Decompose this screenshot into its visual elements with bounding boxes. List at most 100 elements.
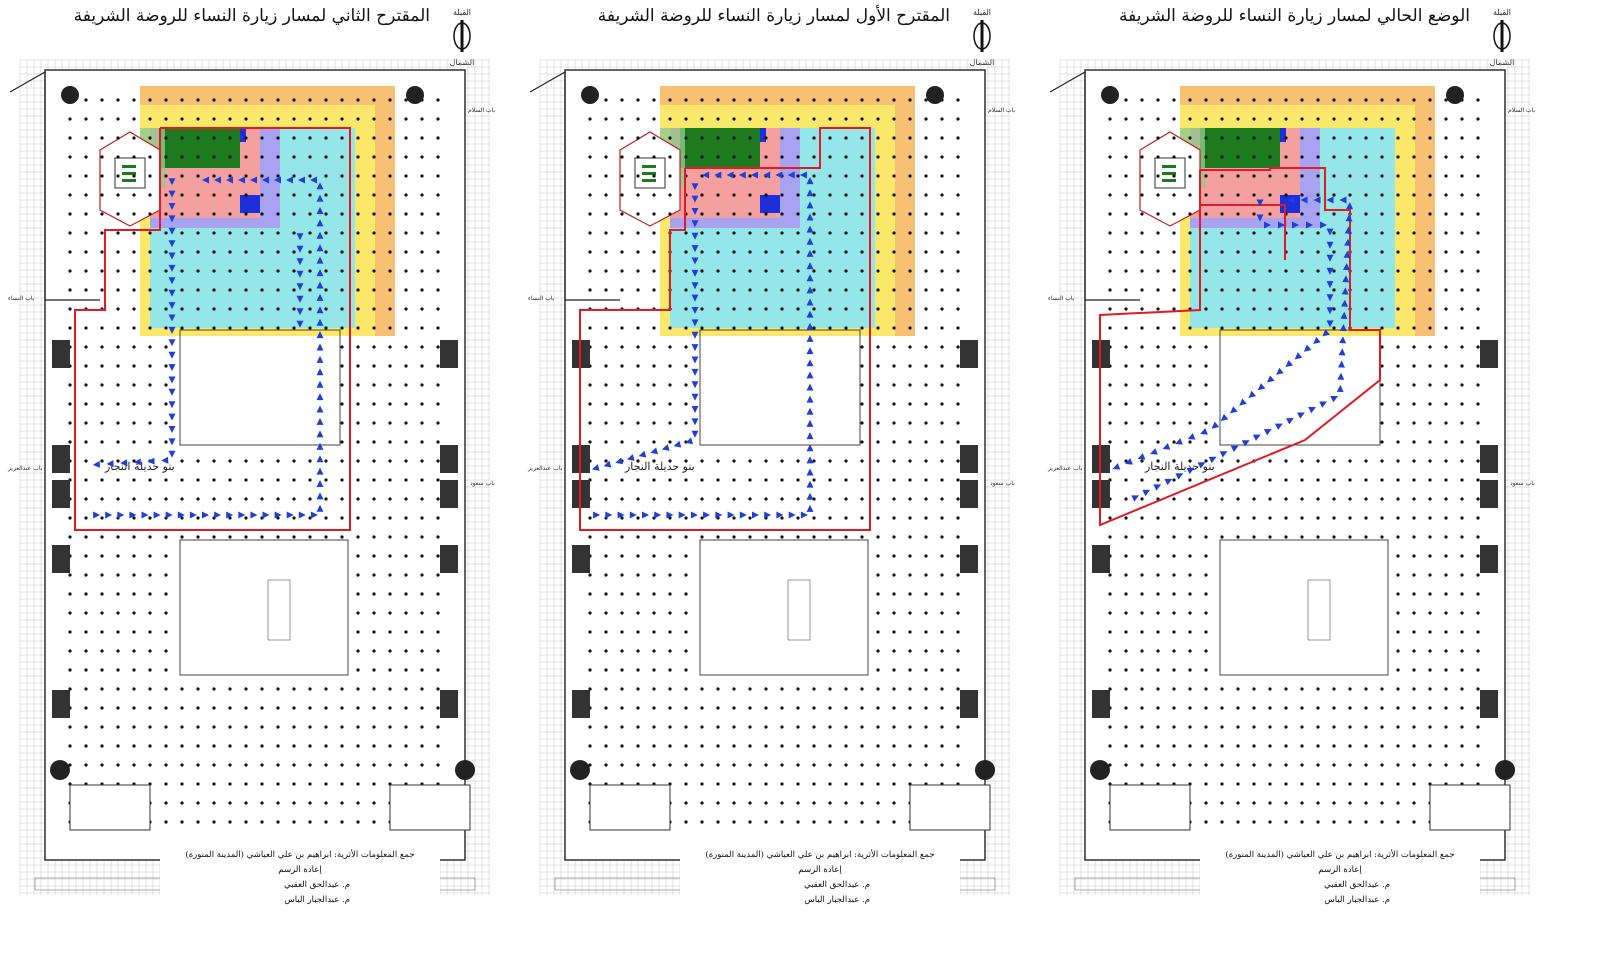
- column: [924, 459, 928, 463]
- column: [1156, 402, 1160, 406]
- column: [652, 744, 656, 748]
- tomb-mark: [122, 172, 136, 175]
- route-arrow: [120, 459, 128, 467]
- column: [700, 231, 704, 235]
- column: [436, 326, 440, 330]
- column: [1220, 98, 1224, 102]
- column: [164, 421, 168, 425]
- column: [620, 478, 624, 482]
- column: [1396, 459, 1400, 463]
- column: [116, 592, 120, 596]
- route-arrow: [654, 511, 662, 519]
- column: [116, 421, 120, 425]
- column: [620, 326, 624, 330]
- column: [1284, 98, 1288, 102]
- column: [796, 136, 800, 140]
- column: [1476, 250, 1480, 254]
- column: [164, 801, 168, 805]
- column: [780, 459, 784, 463]
- column: [684, 98, 688, 102]
- column: [260, 725, 264, 729]
- column: [404, 345, 408, 349]
- credits-redraw: إعادة الرسم: [798, 865, 842, 875]
- column: [356, 649, 360, 653]
- column: [1460, 155, 1464, 159]
- column: [780, 535, 784, 539]
- column: [164, 478, 168, 482]
- column: [924, 478, 928, 482]
- column: [668, 763, 672, 767]
- route-arrow: [1326, 281, 1334, 289]
- column: [324, 136, 328, 140]
- column: [1140, 649, 1144, 653]
- route-arrow: [1303, 344, 1312, 352]
- column: [1332, 801, 1336, 805]
- column: [1252, 763, 1256, 767]
- route-arrow: [1263, 429, 1272, 436]
- route-arrow: [806, 286, 814, 294]
- column: [356, 212, 360, 216]
- column: [196, 307, 200, 311]
- column: [404, 535, 408, 539]
- column: [1428, 440, 1432, 444]
- column: [292, 535, 296, 539]
- column: [116, 706, 120, 710]
- column: [68, 307, 72, 311]
- column: [1380, 725, 1384, 729]
- column: [292, 98, 296, 102]
- column: [100, 117, 104, 121]
- column: [700, 516, 704, 520]
- column: [1188, 269, 1192, 273]
- column: [1172, 288, 1176, 292]
- column: [84, 744, 88, 748]
- column: [244, 269, 248, 273]
- column: [1124, 98, 1128, 102]
- column: [356, 364, 360, 368]
- column: [212, 174, 216, 178]
- column: [668, 212, 672, 216]
- column: [1476, 611, 1480, 615]
- wall-pier: [52, 340, 70, 368]
- column: [1476, 554, 1480, 558]
- column: [812, 117, 816, 121]
- column: [196, 763, 200, 767]
- column: [892, 516, 896, 520]
- column: [1460, 478, 1464, 482]
- column: [764, 497, 768, 501]
- credits-redraw: إعادة الرسم: [1318, 865, 1362, 875]
- column: [340, 687, 344, 691]
- column: [796, 535, 800, 539]
- column: [84, 516, 88, 520]
- column: [100, 630, 104, 634]
- column: [132, 98, 136, 102]
- route-arrow: [1338, 348, 1346, 356]
- column: [116, 478, 120, 482]
- column: [244, 706, 248, 710]
- column: [908, 117, 912, 121]
- column: [924, 288, 928, 292]
- column: [148, 516, 152, 520]
- column: [1412, 687, 1416, 691]
- column: [620, 763, 624, 767]
- column: [212, 326, 216, 330]
- column: [716, 98, 720, 102]
- column: [196, 98, 200, 102]
- column: [308, 117, 312, 121]
- column: [940, 307, 944, 311]
- column: [244, 516, 248, 520]
- column: [1172, 649, 1176, 653]
- column: [1172, 364, 1176, 368]
- column: [636, 288, 640, 292]
- column: [404, 212, 408, 216]
- column: [1156, 174, 1160, 178]
- column: [700, 117, 704, 121]
- column: [1204, 801, 1208, 805]
- column: [908, 174, 912, 178]
- column: [1412, 269, 1416, 273]
- column: [340, 440, 344, 444]
- column: [652, 440, 656, 444]
- column: [588, 535, 592, 539]
- column: [876, 402, 880, 406]
- credits-block: جمع المعلومات الأثرية: ابراهيم بن علي ال…: [160, 848, 440, 908]
- column: [1108, 307, 1112, 311]
